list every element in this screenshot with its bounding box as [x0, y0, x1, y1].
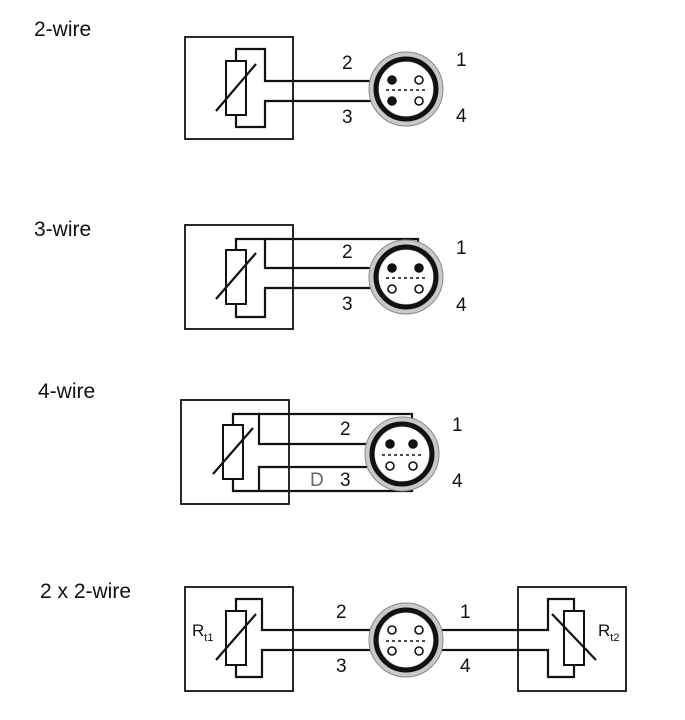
- label-pin-3: 3: [342, 294, 353, 315]
- pin-3: [387, 284, 397, 294]
- pin-2: [385, 439, 395, 449]
- wire-pin-3: [234, 99, 392, 129]
- sensor-label-rt1-sub: t1: [204, 632, 213, 644]
- wire-pin-4: [419, 648, 576, 679]
- pin-3: [387, 96, 397, 106]
- wire-pin-1: [419, 597, 576, 632]
- label-pin-1: 1: [456, 50, 467, 71]
- label-pin-1: 1: [452, 415, 463, 436]
- label-pin-4: 4: [452, 471, 463, 492]
- diagram-2-wire: 2 3 1 4: [184, 36, 467, 140]
- sensor-label-rt1-main: R: [192, 621, 204, 640]
- pin-2: [387, 263, 397, 273]
- sensor-label-rt1: Rt1: [192, 621, 213, 644]
- label-pin-4: 4: [460, 656, 471, 677]
- pin-4: [408, 461, 418, 471]
- label-pin-1: 1: [456, 238, 467, 259]
- title-4-wire: 4-wire: [38, 380, 96, 403]
- label-pin-3: 3: [336, 656, 347, 677]
- m12-connector: [368, 239, 444, 315]
- sensor-label-rt2: Rt2: [598, 621, 619, 644]
- pin-3: [387, 646, 397, 656]
- diagram-2x2-wire: 2 3 1 4 Rt1 Rt2: [184, 586, 627, 692]
- pin-1: [414, 75, 424, 85]
- resistor-slash: [212, 427, 254, 475]
- label-marker-d: D: [310, 470, 324, 491]
- sensor-label-rt2-sub: t2: [610, 632, 619, 644]
- label-pin-2: 2: [342, 242, 353, 263]
- pin-2: [387, 75, 397, 85]
- diagram-3-wire: 2 3 1 4: [184, 224, 467, 330]
- pin-4: [414, 646, 424, 656]
- label-pin-3: 3: [340, 470, 351, 491]
- pin-1: [414, 263, 424, 273]
- pin-1: [414, 625, 424, 635]
- title-2x2-wire: 2 x 2-wire: [40, 580, 132, 603]
- label-pin-4: 4: [456, 106, 467, 127]
- diagram-4-wire: 2 3 D 1 4: [180, 399, 463, 505]
- label-pin-2: 2: [342, 53, 353, 74]
- pin-2: [387, 625, 397, 635]
- title-2-wire: 2-wire: [34, 18, 92, 41]
- resistor-slash: [215, 63, 257, 112]
- pin-4: [414, 96, 424, 106]
- wire-pin-2: [234, 47, 392, 83]
- label-pin-2: 2: [336, 602, 347, 623]
- pin-1: [408, 439, 418, 449]
- pin-3: [385, 461, 395, 471]
- label-pin-1: 1: [460, 602, 471, 623]
- wire-pin-2: [234, 597, 391, 632]
- m12-connector: [364, 416, 440, 492]
- wire-pin-3: [234, 648, 391, 679]
- m12-connector: [368, 602, 444, 678]
- m12-connector: [368, 51, 444, 127]
- resistor-slash-left: [215, 613, 257, 661]
- label-pin-4: 4: [456, 295, 467, 316]
- label-pin-3: 3: [342, 107, 353, 128]
- label-pin-2: 2: [340, 419, 351, 440]
- resistor-slash-right: [551, 613, 597, 661]
- pin-4: [414, 284, 424, 294]
- resistor-slash: [215, 252, 257, 300]
- title-3-wire: 3-wire: [34, 218, 92, 241]
- wire-pin-3: [234, 286, 392, 319]
- sensor-label-rt2-main: R: [598, 621, 610, 640]
- sensor-housing-right: [517, 586, 627, 692]
